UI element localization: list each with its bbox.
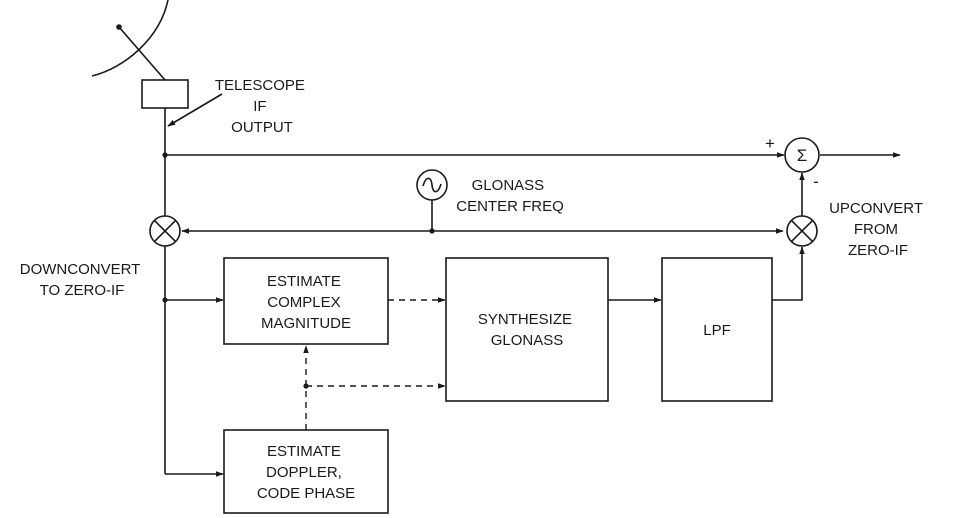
estimate-doppler-block [223, 429, 389, 514]
synthesize-label: SYNTHESIZE GLONASS [478, 311, 576, 349]
oscillator-icon [416, 169, 448, 201]
sigma-symbol: Σ [797, 146, 808, 165]
telescope-label-pointer [167, 93, 223, 127]
estimate-magnitude-block [223, 257, 389, 345]
estimate-doppler-label: ESTIMATE DOPPLER, CODE PHASE [257, 443, 355, 502]
telescope-receiver-box [141, 79, 189, 109]
downconvert-label: DOWNCONVERT TO ZERO-IF [20, 261, 144, 299]
synthesize-block [445, 257, 609, 402]
telescope-dish-icon [91, 0, 169, 81]
glonass-center-freq-label: GLONASS CENTER FREQ [456, 177, 564, 215]
lpf-label: LPF [703, 322, 731, 339]
summer-plus-sign: + [765, 134, 775, 153]
telescope-label: TELESCOPE IF OUTPUT [215, 77, 309, 136]
estimate-magnitude-label: ESTIMATE COMPLEX MAGNITUDE [261, 273, 351, 332]
upconvert-mixer-icon [786, 215, 818, 247]
downconvert-mixer-icon [149, 215, 181, 247]
upconvert-label: UPCONVERT FROM ZERO-IF [829, 200, 927, 259]
lpf-to-upconvert-line [772, 246, 805, 301]
summer-minus-sign: - [813, 172, 819, 191]
summing-junction: Σ [784, 137, 820, 173]
lpf-block [661, 257, 773, 402]
